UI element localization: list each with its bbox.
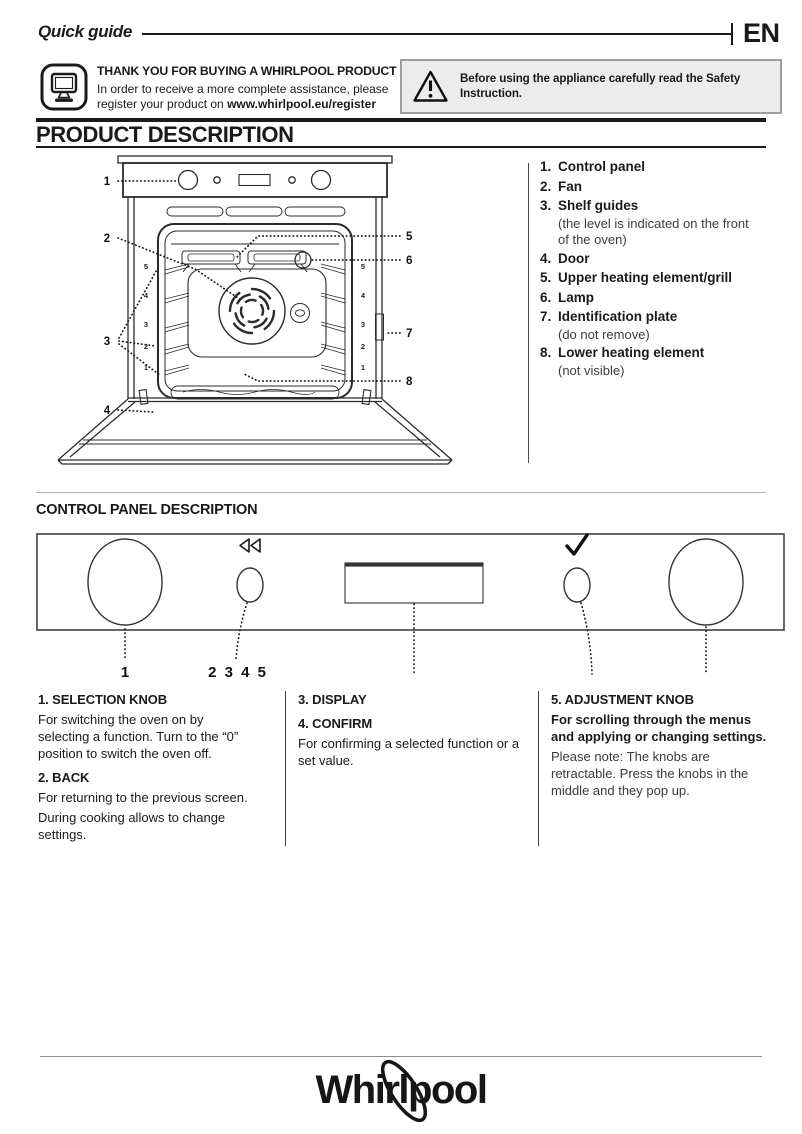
column-divider (538, 691, 539, 846)
shelf-level-right-3: 3 (361, 320, 365, 329)
parts-list: 1.Control panel 2.Fan 3.Shelf guides (th… (540, 157, 792, 379)
column-display-confirm: 3. DISPLAY 4. CONFIRM For confirming a s… (286, 691, 538, 846)
callout-3-shelf-guides: 3 (104, 336, 110, 348)
callout-4-door: 4 (104, 405, 111, 417)
confirm-check-icon (565, 533, 589, 556)
whirlpool-logo: Whirlpool (316, 1059, 488, 1123)
callout-2-fan: 2 (104, 233, 110, 245)
adjustment-knob-heading: 5. ADJUSTMENT KNOB (551, 692, 694, 707)
doc-title: Quick guide (38, 22, 132, 41)
product-description-title: PRODUCT DESCRIPTION (36, 122, 294, 147)
shelf-level-left-2: 2 (144, 342, 148, 351)
footer-rule (40, 1056, 762, 1057)
shelf-level-left-4: 4 (144, 291, 149, 300)
adjustment-knob (668, 538, 744, 626)
callout-5-upper-heating: 5 (406, 231, 413, 243)
register-line2-prefix: register your product on (97, 97, 228, 111)
display-panel (344, 562, 484, 604)
selection-knob (87, 538, 163, 626)
callout-7-id-plate: 7 (406, 328, 412, 340)
oven-diagram: 1 2 3 4 5 6 7 8 5 4 3 2 1 5 4 3 2 1 (57, 155, 453, 465)
whirlpool-swoosh (380, 1059, 428, 1123)
knobs-note-text: Please note: The knobs are retractable. … (551, 749, 749, 798)
figure-label-2345: 2 3 4 5 (208, 664, 268, 681)
register-heading: THANK YOU FOR BUYING A WHIRLPOOL PRODUCT (97, 64, 397, 78)
shelf-level-right-1: 1 (361, 363, 365, 372)
callout-6-lamp: 6 (406, 255, 412, 267)
back-heading: 2. BACK (38, 770, 90, 785)
confirm-heading: 4. CONFIRM (298, 716, 373, 731)
list-item: 8.Lower heating element (540, 345, 705, 360)
header-rule-tick (731, 23, 733, 45)
figure-label-1: 1 (121, 664, 129, 681)
display-heading: 3. DISPLAY (298, 692, 367, 707)
shelf-level-left-1: 1 (144, 363, 148, 372)
shelf-level-left-3: 3 (144, 320, 148, 329)
safety-warning-text: Before using the appliance carefully rea… (460, 72, 741, 100)
header-rule (142, 33, 732, 35)
control-panel-section-rule (36, 492, 766, 493)
shelf-level-right-4: 4 (361, 291, 366, 300)
safety-warning-box: Before using the appliance carefully rea… (400, 59, 782, 114)
list-item: 1.Control panel (540, 159, 645, 174)
callout-1-control-panel: 1 (104, 176, 111, 188)
list-item: 2.Fan (540, 178, 583, 194)
language-badge: EN (743, 18, 780, 48)
adjustment-knob-text: For scrolling through the menus and appl… (551, 712, 767, 744)
column-divider (285, 691, 286, 846)
control-panel-title: CONTROL PANEL DESCRIPTION (36, 502, 258, 518)
list-item: 5.Upper heating element/grill (540, 270, 733, 285)
warning-triangle-icon (413, 70, 448, 102)
back-button (236, 567, 264, 603)
selection-knob-heading: 1. SELECTION KNOB (38, 692, 168, 707)
back-icon (239, 538, 261, 553)
diagram-list-divider (528, 163, 529, 463)
section-rule-top (36, 118, 766, 122)
register-url-link[interactable]: www.whirlpool.eu/register (227, 97, 376, 111)
confirm-text: For confirming a selected function or a … (298, 736, 520, 768)
list-item: 6.Lamp (540, 289, 595, 305)
register-line2: register your product on www.whirlpool.e… (97, 97, 407, 113)
column-selection-back: 1. SELECTION KNOB For switching the oven… (38, 691, 285, 846)
list-item: 7.Identification plate (540, 309, 678, 324)
shelf-level-right-2: 2 (361, 342, 365, 351)
column-adjustment: 5. ADJUSTMENT KNOB For scrolling through… (539, 691, 786, 846)
callout-8-lower-heating: 8 (406, 376, 413, 388)
register-text-block: THANK YOU FOR BUYING A WHIRLPOOL PRODUCT… (97, 64, 407, 113)
list-item: 4.Door (540, 250, 590, 266)
selection-knob-text: For switching the oven on by selecting a… (38, 712, 239, 761)
control-descriptions: 1. SELECTION KNOB For switching the oven… (38, 691, 786, 846)
register-line1: In order to receive a more complete assi… (97, 81, 389, 96)
back-text-1: For returning to the previous screen. (38, 790, 248, 805)
shelf-level-right-5: 5 (361, 262, 365, 271)
whirlpool-logo-text: Whirlpool (316, 1068, 487, 1112)
register-computer-icon (40, 63, 88, 111)
lamp-icon (294, 251, 312, 269)
section-rule-bottom (36, 146, 766, 148)
control-panel-figure: 1 2 3 4 5 (36, 533, 785, 681)
confirm-button (563, 567, 591, 603)
shelf-level-left-5: 5 (144, 262, 148, 271)
list-item: 3.Shelf guides (540, 198, 639, 213)
back-text-2: During cooking allows to change settings… (38, 810, 226, 842)
fan-icon (218, 277, 286, 345)
